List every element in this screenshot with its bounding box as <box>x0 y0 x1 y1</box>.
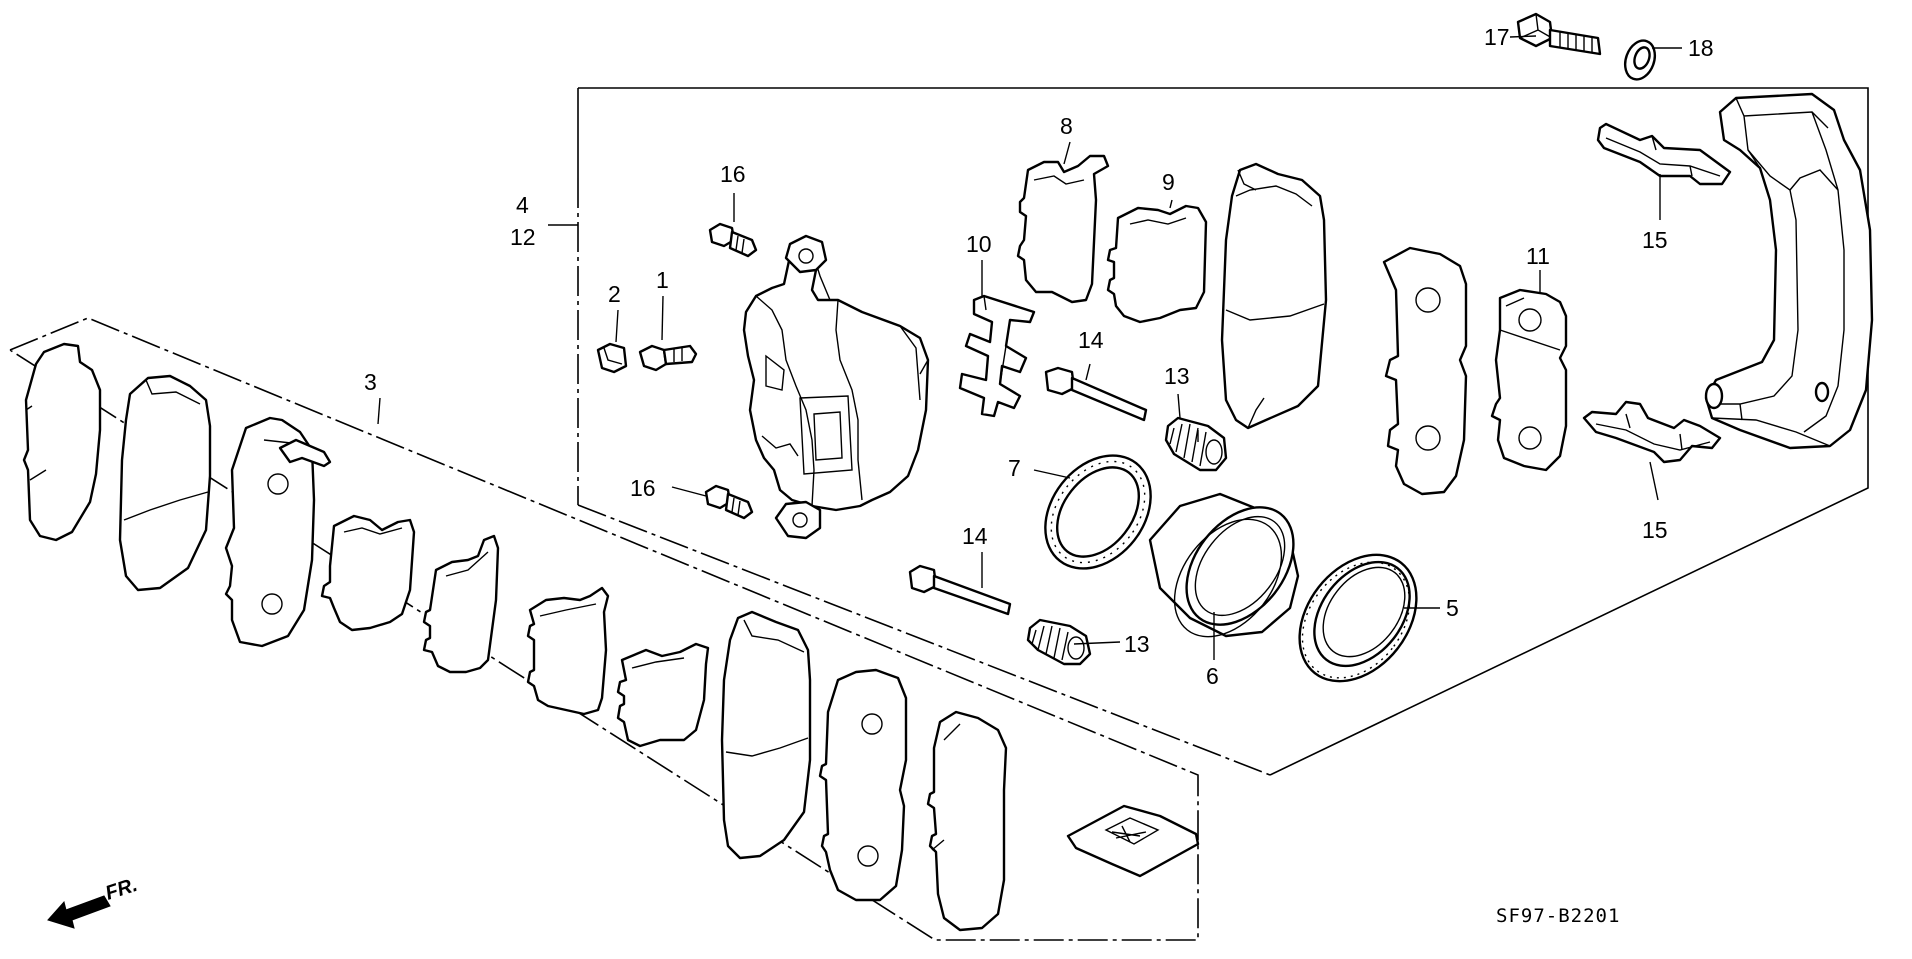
callout-8: 8 <box>1060 113 1073 139</box>
part-callouts: 17 18 16 4 12 2 1 3 8 9 10 14 13 11 15 1… <box>364 24 1714 689</box>
bolt-16-upper <box>708 222 758 258</box>
diagram-code: SF97-B2201 <box>1496 905 1620 927</box>
bolt-16-lower <box>704 484 754 520</box>
callout-16-lower: 16 <box>630 475 656 501</box>
callout-15-lower: 15 <box>1642 517 1668 543</box>
callout-14-upper: 14 <box>1078 327 1104 353</box>
callout-1: 1 <box>656 267 669 293</box>
piston-boot-5 <box>1298 553 1418 683</box>
pad-spring-10 <box>958 294 1036 418</box>
callout-17: 17 <box>1484 24 1510 50</box>
bleeder-screw-1 <box>638 344 698 372</box>
piston-seal-7 <box>1044 454 1152 570</box>
pad-set-3 <box>22 342 1200 932</box>
callout-6: 6 <box>1206 663 1219 689</box>
piston-6 <box>1148 492 1300 638</box>
callout-2: 2 <box>608 281 621 307</box>
brake-pad-inner-upper <box>1220 162 1328 430</box>
front-direction-arrow-icon <box>47 895 111 929</box>
front-direction-label: FR. <box>103 874 140 905</box>
anti-rattle-clip-15-upper <box>1596 122 1732 186</box>
caliper-bracket <box>1704 92 1874 450</box>
bolt-17 <box>1516 12 1602 56</box>
guide-pin-14-upper <box>1044 366 1148 422</box>
callout-13-lower: 13 <box>1124 631 1150 657</box>
shim-9 <box>1106 204 1208 324</box>
callout-18: 18 <box>1688 35 1714 61</box>
callout-3: 3 <box>364 369 377 395</box>
callout-15-upper: 15 <box>1642 227 1668 253</box>
pin-boot-13-upper <box>1164 416 1228 472</box>
callout-5: 5 <box>1446 595 1459 621</box>
leader-lines <box>377 35 1682 660</box>
callout-7: 7 <box>1008 455 1021 481</box>
callout-14-lower: 14 <box>962 523 988 549</box>
pin-boot-13-lower <box>1026 618 1092 666</box>
callout-4: 4 <box>516 192 529 218</box>
anti-rattle-clip-15-lower <box>1582 400 1722 464</box>
callout-11: 11 <box>1526 243 1550 269</box>
callout-9: 9 <box>1162 169 1175 195</box>
guide-pin-14-lower <box>908 564 1012 616</box>
caliper-body <box>742 234 930 540</box>
callout-16-upper: 16 <box>720 161 746 187</box>
dust-cap-2 <box>596 342 628 374</box>
shim-8 <box>1016 154 1110 304</box>
callout-12: 12 <box>510 224 536 250</box>
washer-18 <box>1623 39 1657 81</box>
brake-pad-outer-large <box>1382 246 1468 496</box>
brake-pad-11 <box>1490 288 1568 472</box>
callout-13-upper: 13 <box>1164 363 1190 389</box>
callout-10: 10 <box>966 231 992 257</box>
